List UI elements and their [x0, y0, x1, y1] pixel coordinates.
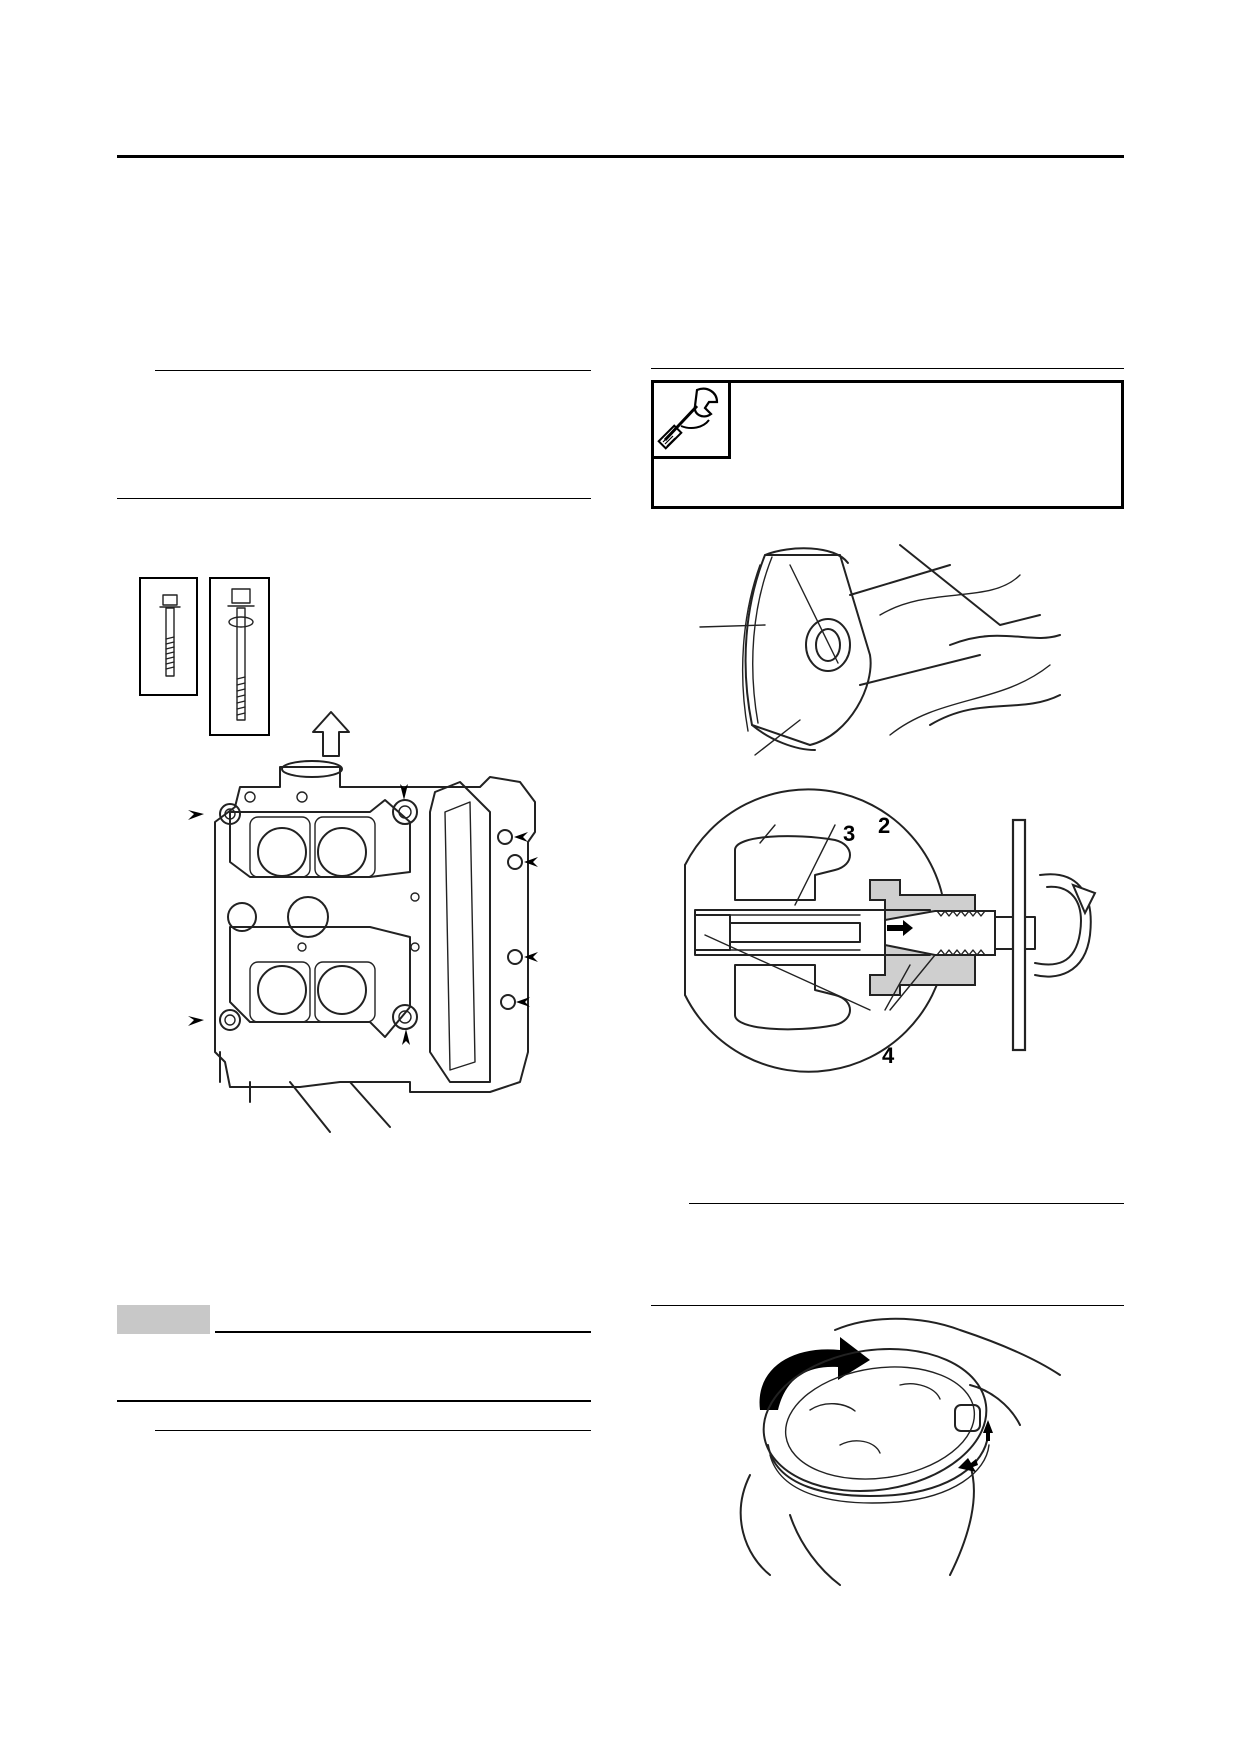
up-arrow-icon	[312, 711, 350, 757]
piston-pin-puller-diagram	[684, 788, 1097, 1073]
wrench-icon	[657, 387, 719, 450]
callout-4: 4	[882, 1043, 895, 1068]
left-note2-rule	[155, 1430, 591, 1431]
tool-icon-frame	[651, 380, 731, 459]
right-section-rule	[651, 1305, 1124, 1306]
cylinder-head-illustration	[188, 760, 538, 1133]
note-tag	[117, 1305, 210, 1334]
note-tag-rule	[215, 1331, 591, 1333]
callout-3: 3	[843, 821, 856, 846]
piston-illustration	[699, 544, 1061, 756]
left-note-rule-bottom	[117, 498, 591, 499]
bolt-box-short	[139, 577, 198, 696]
left-section-rule	[117, 1400, 591, 1402]
special-tool-box	[651, 380, 1124, 509]
right-note-rule	[651, 368, 1124, 369]
left-note-rule-top	[155, 370, 591, 371]
piston-ring-illustration	[739, 1317, 1061, 1586]
right-note2-rule	[689, 1203, 1124, 1204]
short-bolt-illustration	[159, 594, 181, 677]
bolt-box-long	[209, 577, 270, 736]
long-bolt-illustration	[227, 588, 255, 721]
header-rule	[117, 155, 1124, 158]
callout-2: 2	[878, 813, 891, 838]
